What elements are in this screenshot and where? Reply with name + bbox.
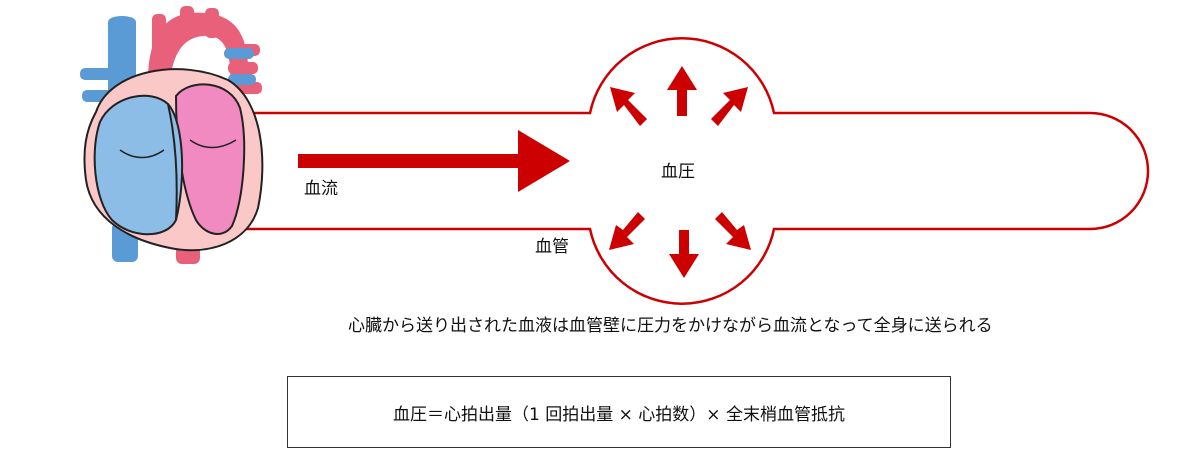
diagram-caption: 心臓から送り出された血液は血管壁に圧力をかけながら血流となって全身に送られる [348, 316, 993, 336]
pressure-arrow-lower-left [609, 212, 645, 250]
pressure-arrow-down [669, 230, 699, 278]
heart-icon [80, 6, 264, 264]
blood-flow-arrow [298, 130, 570, 192]
blood-vessel-label: 血管 [535, 237, 569, 257]
pressure-arrow-upper-right [711, 87, 748, 126]
formula-box: 血圧＝心拍出量（1 回拍出量 × 心拍数）× 全末梢血管抵抗 [287, 376, 951, 448]
blood-pressure-formula: 血圧＝心拍出量（1 回拍出量 × 心拍数）× 全末梢血管抵抗 [393, 404, 845, 425]
pressure-arrow-upper-left [610, 87, 647, 126]
blood-pressure-label: 血圧 [661, 162, 695, 182]
blood-flow-label: 血流 [304, 179, 338, 199]
pressure-arrows [609, 66, 751, 278]
pressure-arrow-up [667, 66, 697, 116]
pressure-arrow-lower-right [715, 212, 751, 250]
blood-vessel-outline [240, 37, 1150, 305]
